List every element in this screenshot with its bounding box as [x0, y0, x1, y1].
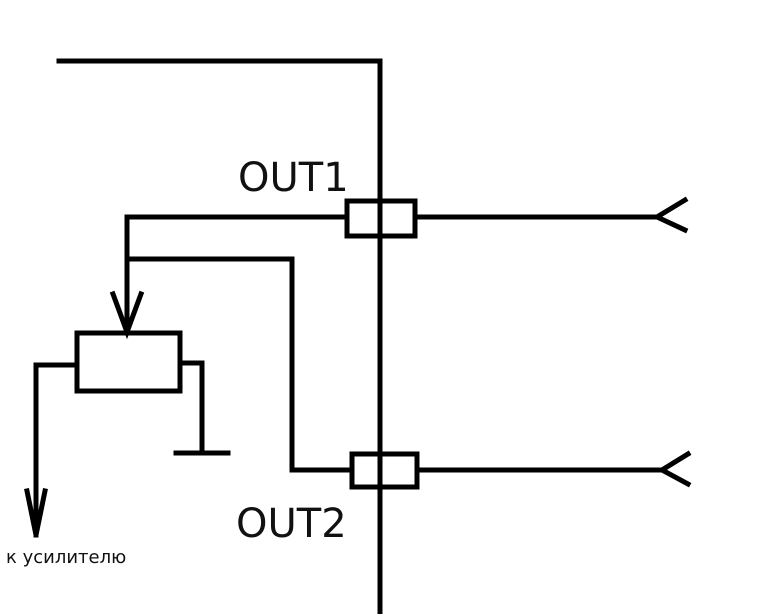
label-to-amplifier: к усилителю [6, 547, 126, 568]
out1-jack-icon [651, 196, 689, 234]
label-out2: OUT2 [236, 501, 347, 547]
out2-to-junction-wire [124, 256, 355, 473]
label-out1: OUT1 [238, 155, 349, 201]
potentiometer [74, 330, 183, 394]
top-bus-wire [56, 58, 383, 614]
out2-jack-icon [656, 450, 692, 488]
amplifier-lead-wire [33, 362, 80, 538]
ground-lead-wire [177, 360, 205, 456]
connector-out2 [349, 451, 420, 490]
amplifier-arrow-icon [24, 488, 48, 536]
out1-to-wiper-wire [124, 214, 350, 335]
